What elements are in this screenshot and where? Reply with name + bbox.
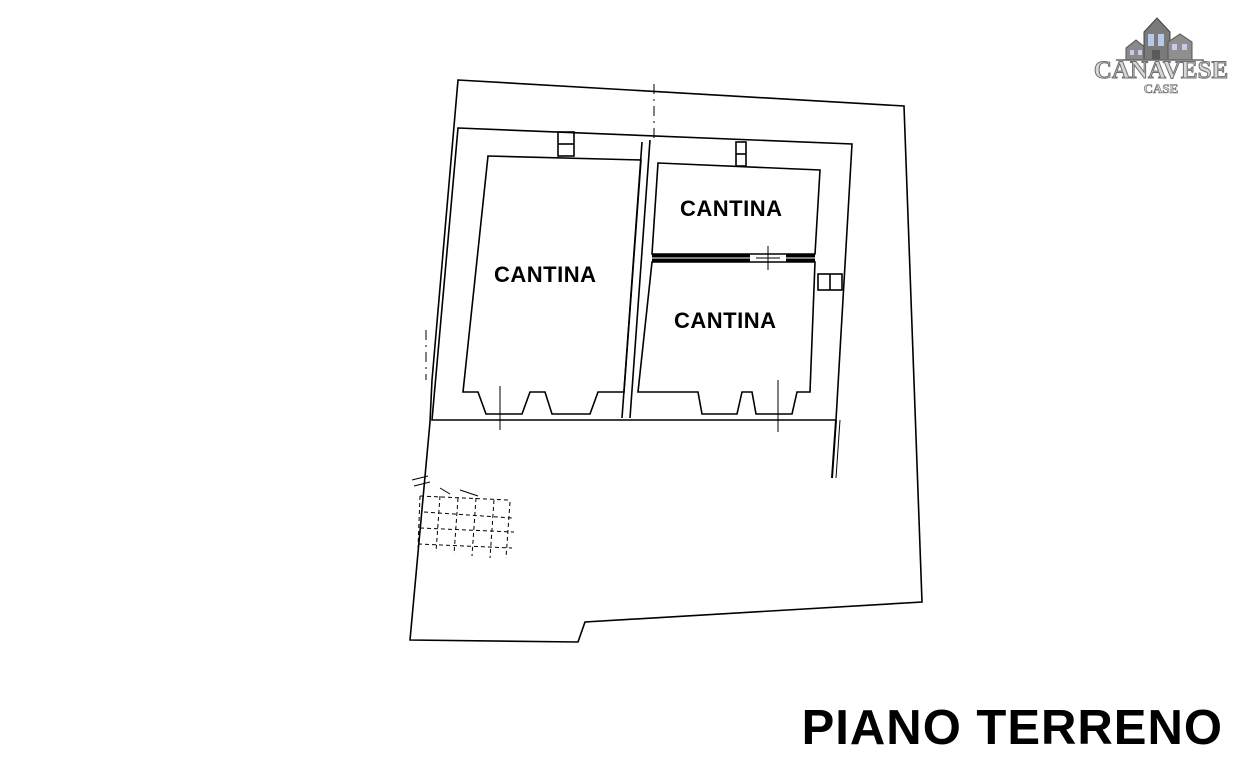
company-logo: CANAVESE CASE: [1086, 14, 1236, 100]
houses-icon: [1116, 17, 1204, 61]
room-cantina-top-right: [651, 162, 821, 255]
room-label-cantina-bottom-right: CANTINA: [674, 308, 777, 333]
floor-title: PIANO TERRENO: [801, 701, 1223, 755]
stairs-hatching: [417, 495, 515, 559]
room-label-cantina-top-right: CANTINA: [680, 196, 783, 221]
logo-wordmark: CANAVESE: [1093, 57, 1229, 84]
room-cantina-bottom-right: [637, 261, 816, 415]
room-label-cantina-left: CANTINA: [494, 262, 597, 287]
logo-subtitle: CASE: [1143, 81, 1179, 96]
lot-boundary: [409, 79, 923, 643]
